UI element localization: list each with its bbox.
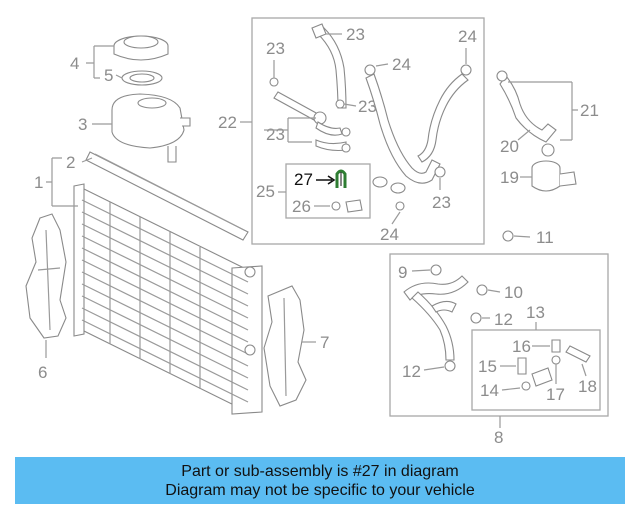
pipe-group-box [389,253,609,417]
leader-5 [94,74,123,79]
callout-1: 1 [34,173,43,192]
callout-2: 2 [66,153,75,172]
right-air-guide-part[interactable] [263,285,307,407]
callout-14: 14 [480,381,499,400]
leader-12b [423,366,445,371]
leader-9 [411,269,431,272]
callout-23a: 23 [346,25,365,44]
highlighted-part-27[interactable] [335,169,347,188]
callout-19: 19 [500,168,519,187]
callout-23b: 23 [266,39,285,58]
callout-10: 10 [504,283,523,302]
callout-24b: 24 [458,27,477,46]
clip-15-part[interactable] [517,357,527,375]
expansion-tank-part[interactable] [111,93,191,163]
reservoir-cap-part[interactable] [113,35,169,61]
o-ring-14-part[interactable] [521,381,531,391]
callout-12b: 12 [402,362,421,381]
upper-strip-part[interactable] [85,151,249,241]
callout-9: 9 [398,263,407,282]
hose-18-part[interactable] [565,345,591,363]
callout-8: 8 [494,428,503,447]
callout-20: 20 [500,137,519,156]
leader-18 [581,363,587,377]
hose-clip-part[interactable] [434,166,446,178]
callout-11: 11 [536,228,554,247]
connector-17-part[interactable] [531,355,561,387]
bleeder-hose-part[interactable] [269,77,327,125]
hose-group-box [251,17,485,245]
leader-4 [86,45,114,78]
lower-coolant-hose-part[interactable] [364,64,441,184]
coolant-pipe-assembly-part[interactable] [403,275,469,372]
callout-16: 16 [512,337,531,356]
parts-diagram: 4 5 3 2 [25,17,609,447]
callout-18: 18 [578,377,597,396]
clamp-11-part[interactable] [502,230,514,242]
callout-6: 6 [38,363,47,382]
callout-25: 25 [256,182,275,201]
hose-clamp-part[interactable] [335,99,345,109]
leader-24a [375,63,389,67]
leader-20 [517,129,531,141]
clip-12a-part[interactable] [470,312,482,324]
callout-21: 21 [580,101,599,120]
clip-9-part[interactable] [430,264,442,276]
left-air-guide-part[interactable] [25,213,67,339]
callout-26: 26 [292,197,311,216]
clip-10-part[interactable] [476,284,488,296]
leader-2 [81,157,93,163]
arrow-27 [316,175,336,185]
callout-24c: 24 [380,225,399,244]
callout-23c: 23 [358,97,377,116]
callout-27: 27 [294,170,313,189]
callout-4: 4 [70,54,79,73]
leader-23c [343,103,357,107]
callout-24a: 24 [392,55,411,74]
callout-23d: 23 [266,125,285,144]
callout-12a: 12 [494,310,513,329]
callout-15: 15 [478,357,497,376]
connector-hoses-part[interactable] [315,121,351,153]
callout-17: 17 [546,385,565,404]
banner-line-1: Part or sub-assembly is #27 in diagram [181,463,459,480]
fitting-16-part[interactable] [551,339,561,353]
callout-5: 5 [104,66,113,85]
coolant-pipe-part[interactable] [496,70,557,143]
callout-23e: 23 [432,193,451,212]
callout-3: 3 [78,115,87,134]
clamp-ring-part[interactable] [372,176,406,211]
callout-13: 13 [526,303,545,322]
leader-10 [487,289,501,293]
banner-line-2: Diagram may not be specific to your vehi… [165,482,475,499]
leader-14 [501,387,521,391]
leader-23d [264,117,316,143]
leader-11 [513,235,531,238]
info-banner: Part or sub-assembly is #27 in diagram D… [15,457,625,504]
callout-22: 22 [218,113,237,132]
o-ring-part[interactable] [331,199,363,213]
seal-ring-part[interactable] [121,70,163,86]
coolant-pump-part[interactable] [531,143,577,192]
callout-7: 7 [320,333,329,352]
radiator-part[interactable] [73,183,263,415]
leader-24c [391,211,401,225]
return-hose-part[interactable] [417,64,472,163]
upper-coolant-hose-part[interactable] [311,23,347,109]
leader-21 [508,81,578,141]
leader-1 [46,157,78,207]
sub-assembly-box [285,163,371,219]
